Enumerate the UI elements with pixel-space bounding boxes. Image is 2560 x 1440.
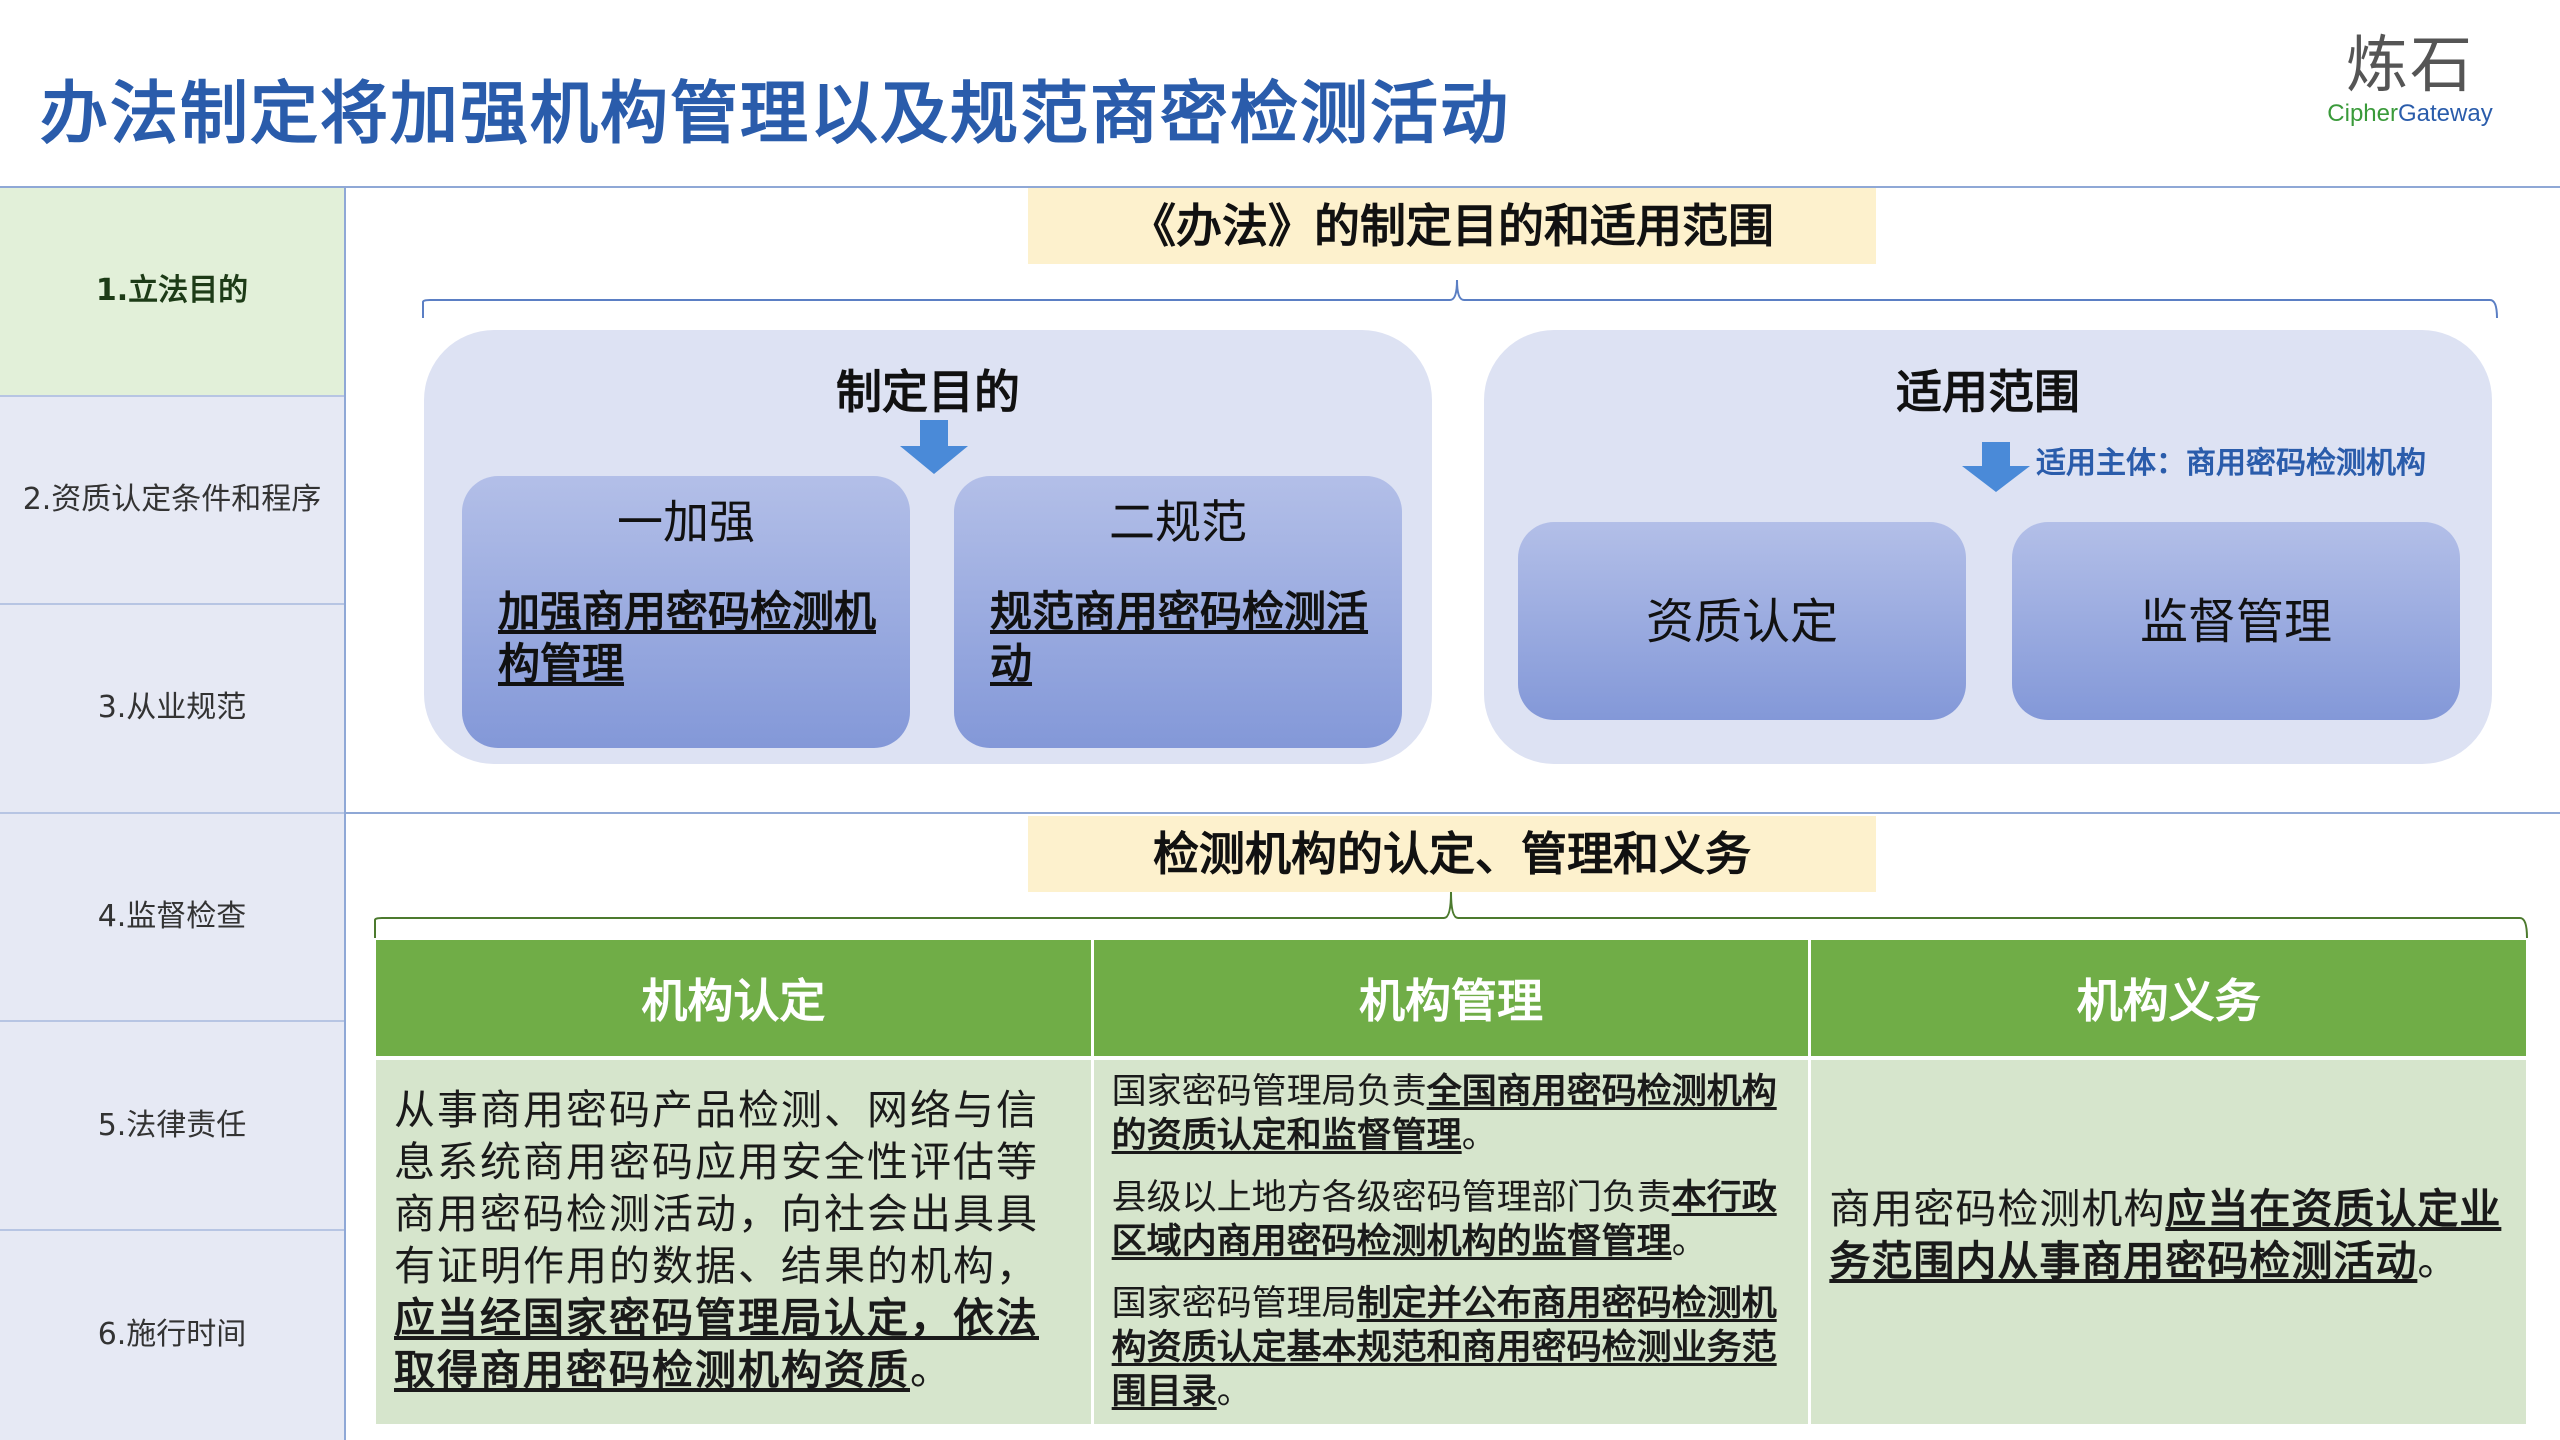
management-item-text: 县级以上地方各级密码管理部门负责	[1111, 1178, 1672, 1218]
purpose-title: 制定目的	[836, 365, 1020, 419]
cell-obligation-end: 。	[2417, 1237, 2460, 1285]
section-divider	[346, 812, 2560, 814]
header-management: 机构管理	[1093, 940, 1812, 1056]
management-item-end: 。	[1461, 1116, 1497, 1156]
scope-title: 适用范围	[1896, 365, 2080, 419]
cell-obligation-text: 商用密码检测机构	[1829, 1185, 2166, 1233]
logo-en-gateway: Gateway	[2397, 100, 2493, 127]
cell-accreditation-text: 从事商用密码产品检测、网络与信息系统商用密码应用安全性评估等商用密码检测活动，向…	[394, 1086, 1039, 1290]
cell-obligation-emphasis: 应当在资质认定业务范围内从事商用密码检测活动	[1829, 1185, 2502, 1285]
scope-subject-note: 适用主体：商用密码检测机构	[2036, 446, 2426, 481]
logo-en-cipher: Cipher	[2327, 100, 2398, 127]
table-header-row: 机构认定 机构管理 机构义务	[376, 940, 2527, 1056]
regulate-card-heading: 二规范	[1109, 495, 1247, 549]
header-divider	[0, 186, 2560, 188]
management-item-text: 国家密码管理局	[1111, 1284, 1357, 1324]
sidebar-item-legislative-purpose[interactable]: 1.立法目的	[0, 188, 344, 397]
supervision-card: 监督管理	[2012, 522, 2460, 720]
regulate-card: 二规范 规范商用密码检测活动	[954, 476, 1402, 748]
management-item-end: 。	[1216, 1372, 1252, 1412]
section2-banner: 检测机构的认定、管理和义务	[1028, 816, 1876, 892]
qualification-card: 资质认定	[1518, 522, 1966, 720]
down-arrow-icon	[1962, 442, 2030, 492]
management-item-emphasis: 本行政区域内商用密码检测机构的监督管理	[1111, 1178, 1777, 1262]
cell-accreditation-end: 。	[910, 1346, 953, 1394]
logo-english-text: CipherGateway	[2300, 100, 2520, 128]
strengthen-card: 一加强 加强商用密码检测机构管理	[462, 476, 910, 748]
regulate-card-text: 规范商用密码检测活动	[990, 587, 1369, 688]
management-item-end: 。	[1671, 1222, 1707, 1262]
cell-obligation: 商用密码检测机构应当在资质认定业务范围内从事商用密码检测活动。	[1811, 1060, 2527, 1424]
cell-accreditation: 从事商用密码产品检测、网络与信息系统商用密码应用安全性评估等商用密码检测活动，向…	[376, 1060, 1094, 1424]
down-arrow-icon	[900, 420, 968, 474]
header-accreditation: 机构认定	[376, 940, 1094, 1056]
cell-obligation-content: 商用密码检测机构应当在资质认定业务范围内从事商用密码检测活动。	[1829, 1183, 2508, 1287]
strengthen-card-text: 加强商用密码检测机构管理	[498, 587, 877, 688]
sidebar-item-qualification[interactable]: 2.资质认定条件和程序	[0, 396, 344, 606]
management-item-text: 国家密码管理局负责	[1111, 1072, 1427, 1112]
sidebar-nav: 1.立法目的 2.资质认定条件和程序 3.从业规范 4.监督检查 5.法律责任 …	[0, 188, 346, 1440]
section1-brace	[422, 279, 2498, 319]
sidebar-item-effective-date[interactable]: 6.施行时间	[0, 1230, 344, 1440]
company-logo: 炼石 CipherGateway	[2300, 30, 2520, 130]
sidebar-item-supervision[interactable]: 4.监督检查	[0, 813, 344, 1023]
logo-chinese-text: 炼石	[2345, 28, 2474, 101]
table-body-row: 从事商用密码产品检测、网络与信息系统商用密码应用安全性评估等商用密码检测活动，向…	[376, 1060, 2527, 1424]
strengthen-card-heading: 一加强	[617, 495, 755, 549]
management-item: 国家密码管理局负责全国商用密码检测机构的资质认定和监督管理。	[1112, 1070, 1791, 1158]
sidebar-item-practice-norms[interactable]: 3.从业规范	[0, 605, 344, 814]
cell-accreditation-emphasis: 应当经国家密码管理局认定，依法取得商用密码检测机构资质	[394, 1294, 1039, 1394]
supervision-card-label: 监督管理	[2139, 594, 2332, 650]
management-item-emphasis: 全国商用密码检测机构的资质认定和监督管理	[1111, 1072, 1777, 1156]
slide-title: 办法制定将加强机构管理以及规范商密检测活动	[40, 75, 1511, 154]
sidebar-item-legal-liability[interactable]: 5.法律责任	[0, 1022, 344, 1231]
management-item: 县级以上地方各级密码管理部门负责本行政区域内商用密码检测机构的监督管理。	[1112, 1176, 1791, 1264]
management-item-emphasis: 制定并公布商用密码检测机构资质认定基本规范和商用密码检测业务范围目录	[1111, 1284, 1777, 1412]
qualification-card-label: 资质认定	[1645, 594, 1838, 650]
section2-brace	[374, 891, 2528, 939]
management-item: 国家密码管理局制定并公布商用密码检测机构资质认定基本规范和商用密码检测业务范围目…	[1112, 1282, 1791, 1414]
cell-management: 国家密码管理局负责全国商用密码检测机构的资质认定和监督管理。 县级以上地方各级密…	[1093, 1060, 1812, 1424]
section1-banner: 《办法》的制定目的和适用范围	[1028, 188, 1876, 264]
header-obligation: 机构义务	[1811, 940, 2527, 1056]
institution-table: 机构认定 机构管理 机构义务 从事商用密码产品检测、网络与信息系统商用密码应用安…	[376, 940, 2527, 1424]
